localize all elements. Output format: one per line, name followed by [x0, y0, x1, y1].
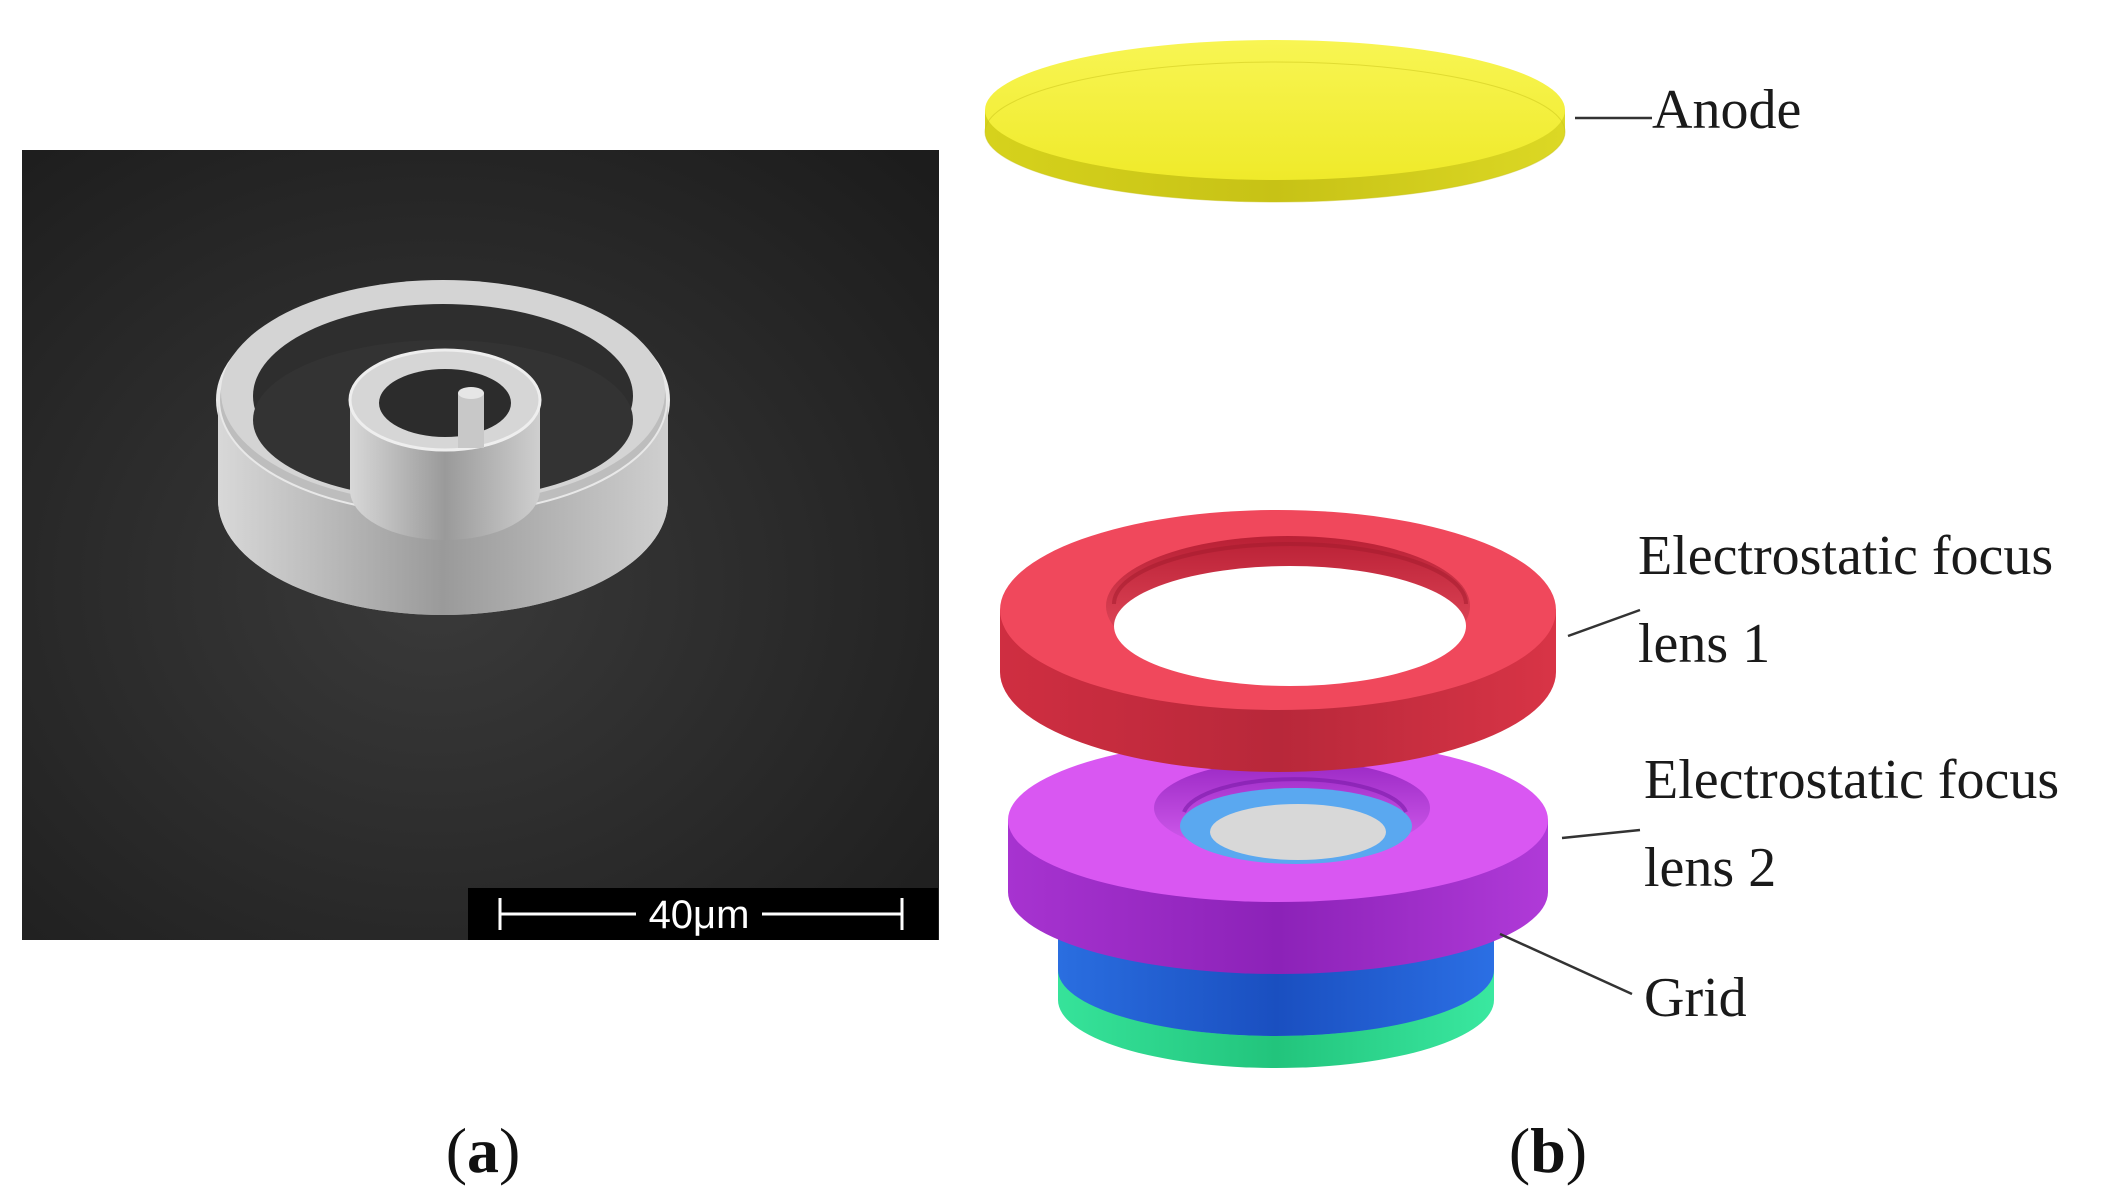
sem-ring-structure: [216, 280, 670, 615]
panel-b-caption: (b): [1509, 1115, 1587, 1186]
label-anode: Anode: [1652, 79, 1801, 141]
lens1-leader: [1567, 608, 1641, 638]
scale-bar-label: 40μm: [649, 893, 750, 937]
leader-lines: [1499, 116, 1652, 996]
panel-a-caption: (a): [446, 1115, 521, 1186]
focus-lens-1: [1000, 510, 1556, 772]
label-lens1-line1: Electrostatic focus: [1638, 525, 2053, 587]
grid-leader: [1499, 932, 1633, 996]
lens2-leader: [1561, 828, 1641, 840]
panel-a: 40μm (a): [22, 150, 939, 1186]
anode-top: [985, 40, 1565, 180]
label-lens1-line2: lens 1: [1638, 613, 1770, 675]
anode-disk: [984, 40, 1566, 203]
focus-lens-2: [1008, 738, 1548, 974]
label-lens2-line1: Electrostatic focus: [1644, 749, 2059, 811]
scale-bar: 40μm: [468, 888, 938, 940]
label-lens2-line2: lens 2: [1644, 837, 1776, 899]
panel-b: Anode Electrostatic focus lens 1 Electro…: [984, 40, 2059, 1186]
label-grid: Grid: [1644, 967, 1747, 1029]
